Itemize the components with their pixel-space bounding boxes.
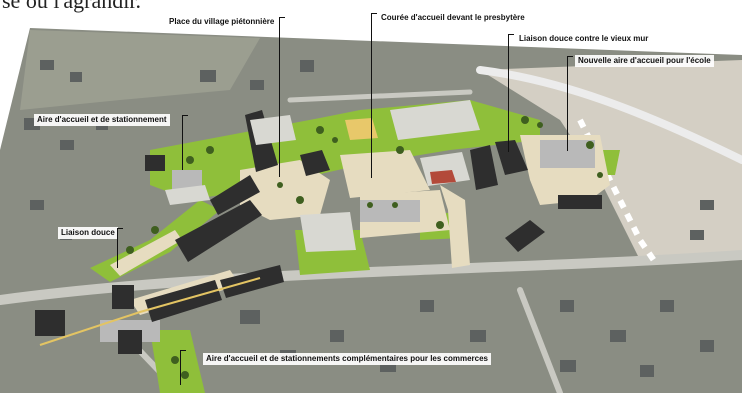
page-text-fragment: se ou l'agrandir. [2, 0, 141, 13]
grey-roofs [165, 100, 480, 252]
leader-line-village-square [279, 17, 280, 177]
soft-path-line [39, 277, 261, 346]
label-rectory-court: Courée d'accueil devant le presbytère [378, 12, 528, 24]
label-school-area: Nouvelle aire d'accueil pour l'école [575, 55, 714, 67]
leader-tick [279, 17, 285, 18]
label-shop-parking: Aire d'accueil et de stationnements comp… [203, 353, 492, 365]
label-village-square: Place du village piétonnière [166, 16, 278, 28]
leader-line-soft-link-wall [508, 34, 509, 152]
leader-tick [182, 115, 188, 116]
leader-tick [180, 350, 186, 351]
leader-line-parking-area [182, 115, 183, 170]
field-northwest [20, 30, 260, 110]
leader-line-shop-parking [180, 350, 181, 385]
leader-tick [567, 56, 573, 57]
label-parking-area: Aire d'accueil et de stationnement [34, 114, 170, 126]
leader-line-school-area [567, 56, 568, 151]
leader-tick [371, 13, 377, 14]
label-soft-link: Liaison douce [58, 227, 118, 239]
accent-roofs [345, 118, 456, 184]
buildings [35, 110, 602, 354]
leader-tick [508, 34, 514, 35]
label-soft-link-wall: Liaison douce contre le vieux mur [516, 33, 652, 45]
tree-icon [126, 116, 603, 379]
leader-line-rectory-court [371, 13, 372, 178]
leader-tick [117, 228, 123, 229]
leader-line-soft-link [117, 228, 118, 268]
